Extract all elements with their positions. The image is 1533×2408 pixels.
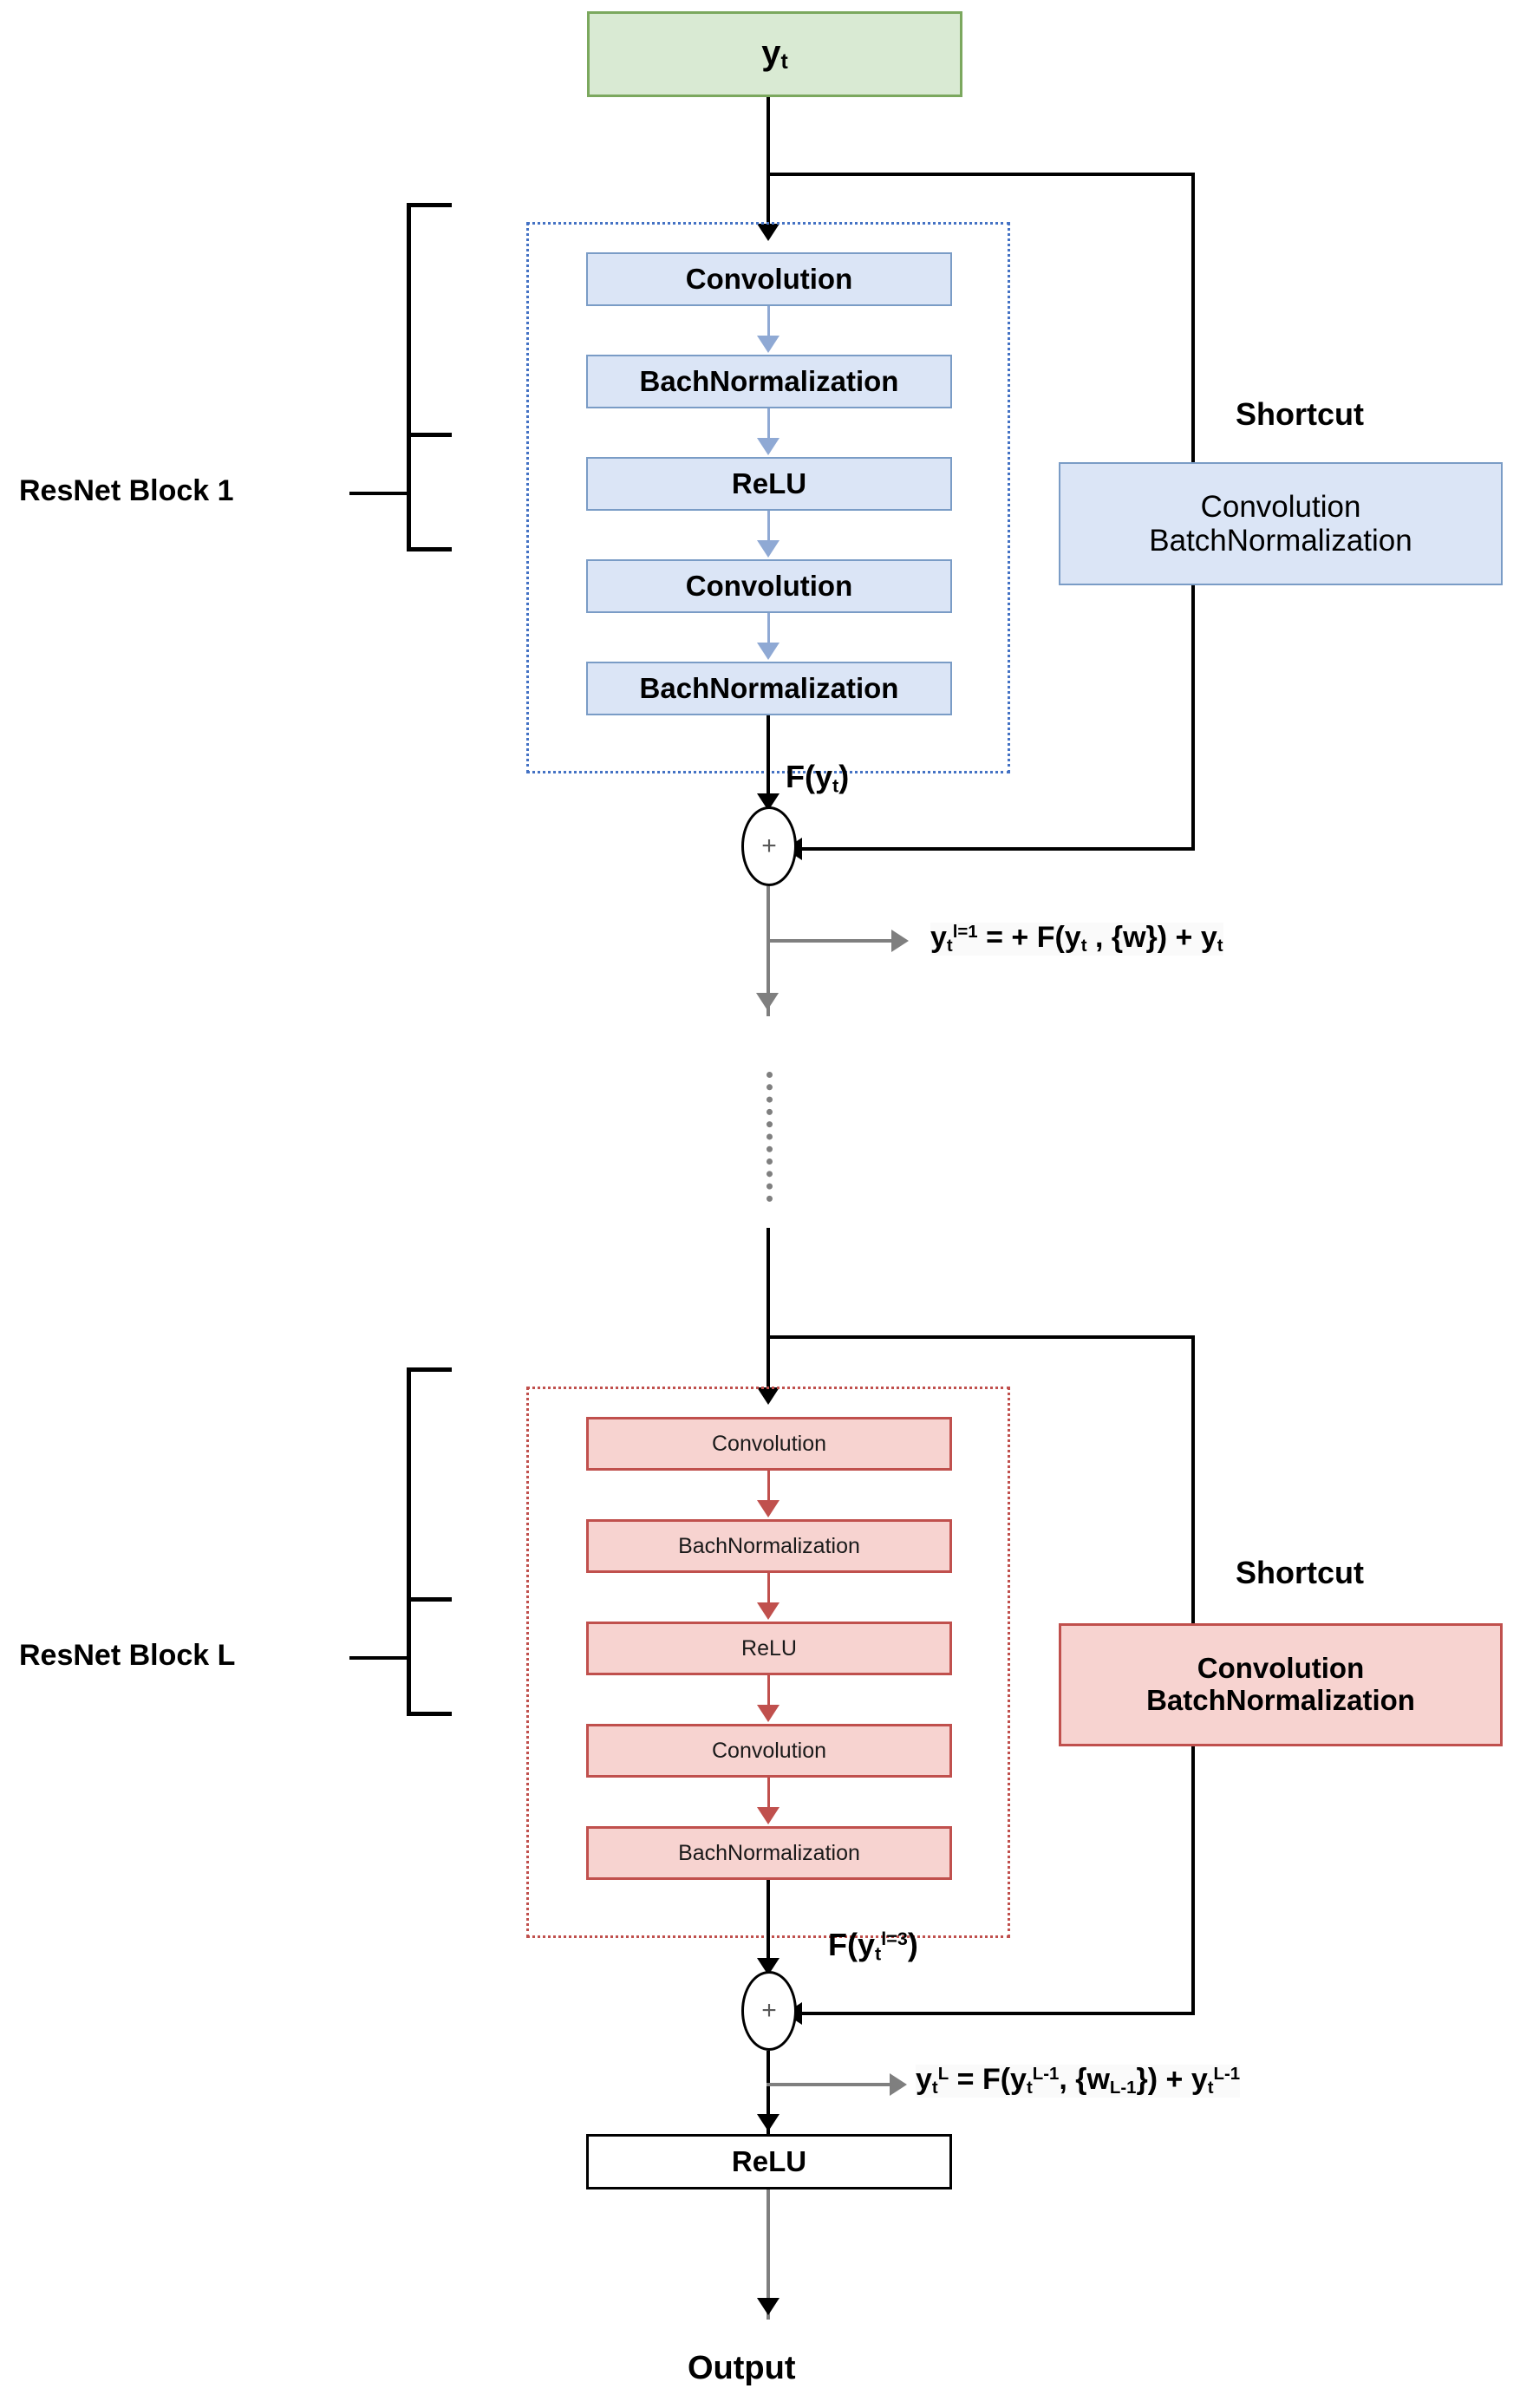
equation-block-1: ytl=1 = + F(yt , {w}) + yt	[930, 921, 1223, 956]
blockL-bracket-label: ResNet Block L	[19, 1639, 236, 1672]
blockL-input-arrowhead	[757, 1387, 780, 1405]
shortcutL-horizontal-line	[766, 1335, 1195, 1339]
equation-block-L: ytL = F(ytL-1, {wL-1}) + ytL-1	[916, 2063, 1241, 2098]
blockL-layer-batchnorm-1: BachNormalization	[586, 1519, 952, 1573]
sum-node-L: +	[741, 1971, 797, 2051]
blockL-layer-label: Convolution	[711, 1432, 827, 1456]
shortcutL-box: Convolution BatchNormalization	[1059, 1623, 1503, 1746]
block1-layer-convolution-2: Convolution	[586, 559, 952, 613]
shortcut1-label: Shortcut	[1236, 396, 1364, 432]
input-trunk-arrowhead	[757, 224, 780, 241]
blockL-layer-convolution-1: Convolution	[586, 1417, 952, 1471]
block1-bracket	[407, 203, 452, 437]
sum1-output-trunk	[766, 886, 770, 1016]
shortcutL-box-line2: BatchNormalization	[1146, 1684, 1415, 1716]
block1-connector-4-arrowhead	[757, 643, 780, 660]
block1-layer-batchnorm-1: BachNormalization	[586, 355, 952, 408]
blockL-exit-line	[766, 1880, 770, 1967]
block1-connector-4	[767, 613, 770, 654]
blockL-layer-convolution-2: Convolution	[586, 1724, 952, 1778]
shortcutL-label: Shortcut	[1236, 1555, 1364, 1590]
blockL-connector-4	[767, 1778, 770, 1818]
shortcut1-return-line	[796, 847, 1195, 851]
block1-exit-line	[766, 715, 770, 802]
block1-connector-3	[767, 511, 770, 551]
sum1-output-arrowhead	[756, 993, 779, 1010]
block1-bracket-stem	[349, 492, 407, 495]
block1-connector-2-arrowhead	[757, 438, 780, 455]
block1-layer-label: Convolution	[685, 262, 853, 295]
block-continuation-dots	[766, 1072, 773, 1202]
blockL-layer-label: BachNormalization	[678, 1534, 860, 1558]
input-node: yt	[587, 11, 962, 97]
blockL-layer-batchnorm-2: BachNormalization	[586, 1826, 952, 1880]
blockL-residual-function-label: F(ytl=3)	[828, 1927, 918, 1965]
final-relu-node: ReLU	[586, 2134, 952, 2189]
sum-node-L-symbol: +	[761, 1996, 777, 2025]
blockL-connector-2-arrowhead	[757, 1602, 780, 1620]
blockL-bracket	[407, 1367, 452, 1602]
blockL-connector-1	[767, 1471, 770, 1511]
blockL-connector-2	[767, 1573, 770, 1614]
blockL-connector-1-arrowhead	[757, 1500, 780, 1517]
equation1-leader-arrowhead	[891, 930, 909, 952]
blockL-bracket-lower	[407, 1602, 452, 1716]
block1-layer-label: ReLU	[731, 467, 807, 499]
block1-layer-relu: ReLU	[586, 457, 952, 511]
sum-node-1: +	[741, 806, 797, 886]
equationL-leader-arrowhead	[890, 2073, 907, 2096]
shortcutL-box-line1: Convolution	[1197, 1652, 1365, 1685]
block1-layer-label: BachNormalization	[639, 671, 899, 704]
blockL-layer-relu: ReLU	[586, 1622, 952, 1675]
block1-layer-label: BachNormalization	[639, 364, 899, 397]
blockL-layer-label: ReLU	[741, 1636, 797, 1661]
block1-bracket-lower	[407, 437, 452, 551]
equationL-leader-line	[766, 2083, 895, 2086]
shortcut1-box: Convolution BatchNormalization	[1059, 462, 1503, 585]
sumL-output-trunk	[766, 2051, 770, 2137]
block1-layer-label: Convolution	[685, 569, 853, 602]
input-node-label: yt	[761, 34, 788, 75]
blockL-connector-3	[767, 1675, 770, 1716]
output-trunk-arrowhead	[757, 2298, 780, 2315]
shortcut1-box-line2: BatchNormalization	[1149, 524, 1412, 558]
shortcut1-box-line1: Convolution	[1200, 489, 1361, 524]
block1-layer-batchnorm-2: BachNormalization	[586, 662, 952, 715]
blockL-bracket-stem	[349, 1656, 407, 1660]
blockL-input-trunk	[766, 1228, 770, 1395]
shortcutL-return-line	[796, 2012, 1195, 2015]
blockL-connector-3-arrowhead	[757, 1705, 780, 1722]
blockL-layer-label: BachNormalization	[678, 1841, 860, 1865]
blockL-layer-label: Convolution	[711, 1739, 827, 1763]
output-label: Output	[688, 2350, 796, 2386]
sum-node-1-symbol: +	[761, 832, 777, 860]
block1-residual-function-label: F(yt)	[786, 759, 850, 797]
block1-layer-convolution-1: Convolution	[586, 252, 952, 306]
blockL-connector-4-arrowhead	[757, 1807, 780, 1824]
block1-bracket-label: ResNet Block 1	[19, 474, 234, 507]
final-relu-label: ReLU	[731, 2144, 807, 2177]
input-trunk-line	[766, 97, 770, 232]
sumL-output-arrowhead	[757, 2114, 780, 2131]
shortcut1-horizontal-line	[766, 173, 1195, 176]
block1-connector-1	[767, 306, 770, 347]
equation1-leader-line	[766, 939, 897, 943]
block1-connector-2	[767, 408, 770, 449]
block1-connector-1-arrowhead	[757, 336, 780, 353]
output-trunk-line	[766, 2189, 770, 2320]
block1-connector-3-arrowhead	[757, 540, 780, 558]
